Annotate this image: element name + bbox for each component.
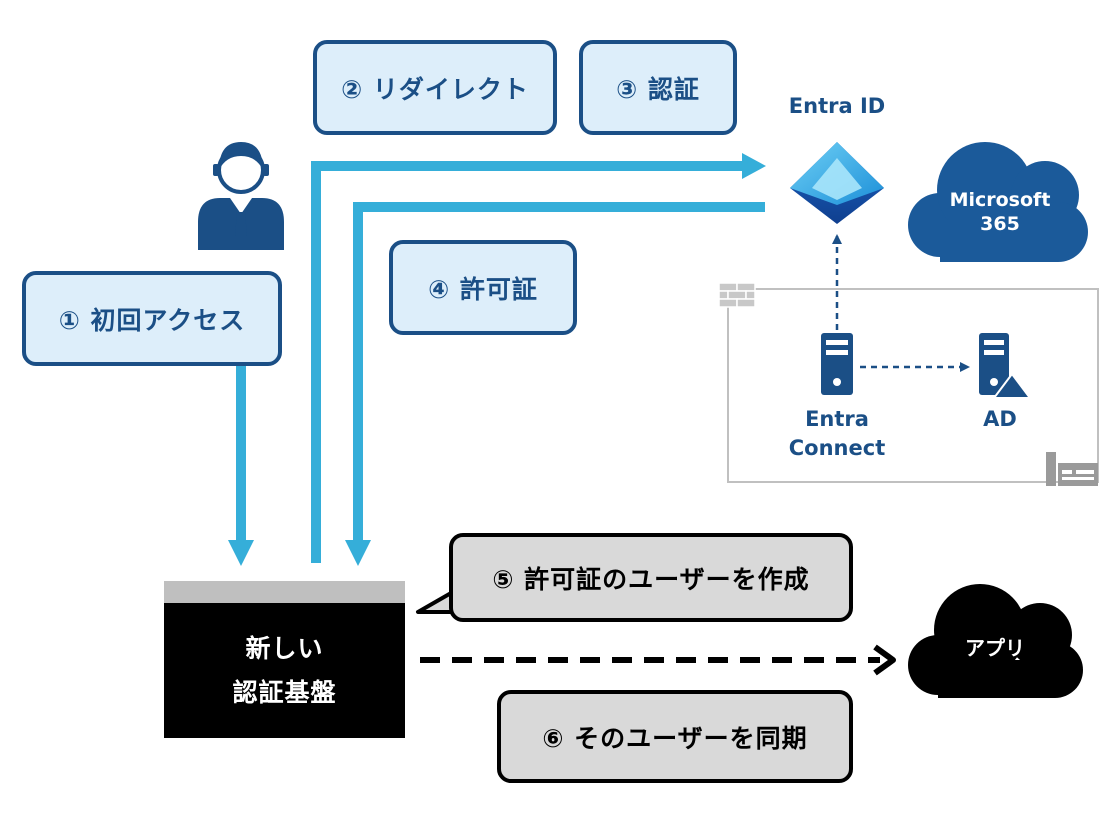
step6-sync-user: ⑥ そのユーザーを同期 — [497, 690, 853, 783]
server-icon — [821, 333, 853, 395]
user-icon — [198, 142, 284, 250]
step2-arrow — [311, 161, 742, 563]
step4-arrowhead — [345, 540, 371, 566]
ad-label: AD — [983, 407, 1017, 431]
step4-permit: ④ 許可証 — [389, 240, 577, 335]
entra-id-label: Entra ID — [788, 94, 886, 118]
m365-label-line1: Microsoft — [949, 189, 1051, 211]
building-icon — [1046, 452, 1098, 486]
step5-create-user-bubble: ⑤ 許可証のユーザーを作成 — [449, 533, 853, 622]
step2-arrowhead — [742, 153, 766, 179]
new-auth-platform: 新しい 認証基盤 — [164, 603, 405, 738]
step4-arrow — [353, 202, 765, 540]
ad-server-icon — [979, 333, 1032, 399]
step2-redirect: ② リダイレクト — [313, 40, 557, 135]
step1-arrowhead — [228, 540, 254, 566]
platform-line1: 新しい — [245, 633, 324, 663]
firewall-icon — [718, 282, 756, 308]
entra-connect-line2: Connect — [788, 436, 886, 460]
platform-line2: 認証基盤 — [232, 677, 337, 707]
entra-connect-line1: Entra — [805, 407, 869, 431]
step3-authenticate: ③ 認証 — [579, 40, 737, 135]
azure-ad-icon — [790, 142, 884, 224]
flow-arrows — [228, 153, 766, 566]
m365-cloud-icon — [908, 142, 1088, 262]
step1-initial-access: ① 初回アクセス — [22, 271, 282, 366]
entra-connect-label: Entra Connect — [772, 405, 902, 463]
app-arrowhead — [873, 644, 896, 676]
cloud-icon — [908, 584, 1083, 698]
app-label: アプリ — [965, 636, 1025, 660]
platform-header-bar — [164, 581, 405, 603]
onprem-boundary — [727, 288, 1099, 483]
m365-label: Microsoft 365 — [930, 188, 1070, 236]
m365-label-line2: 365 — [980, 213, 1020, 235]
